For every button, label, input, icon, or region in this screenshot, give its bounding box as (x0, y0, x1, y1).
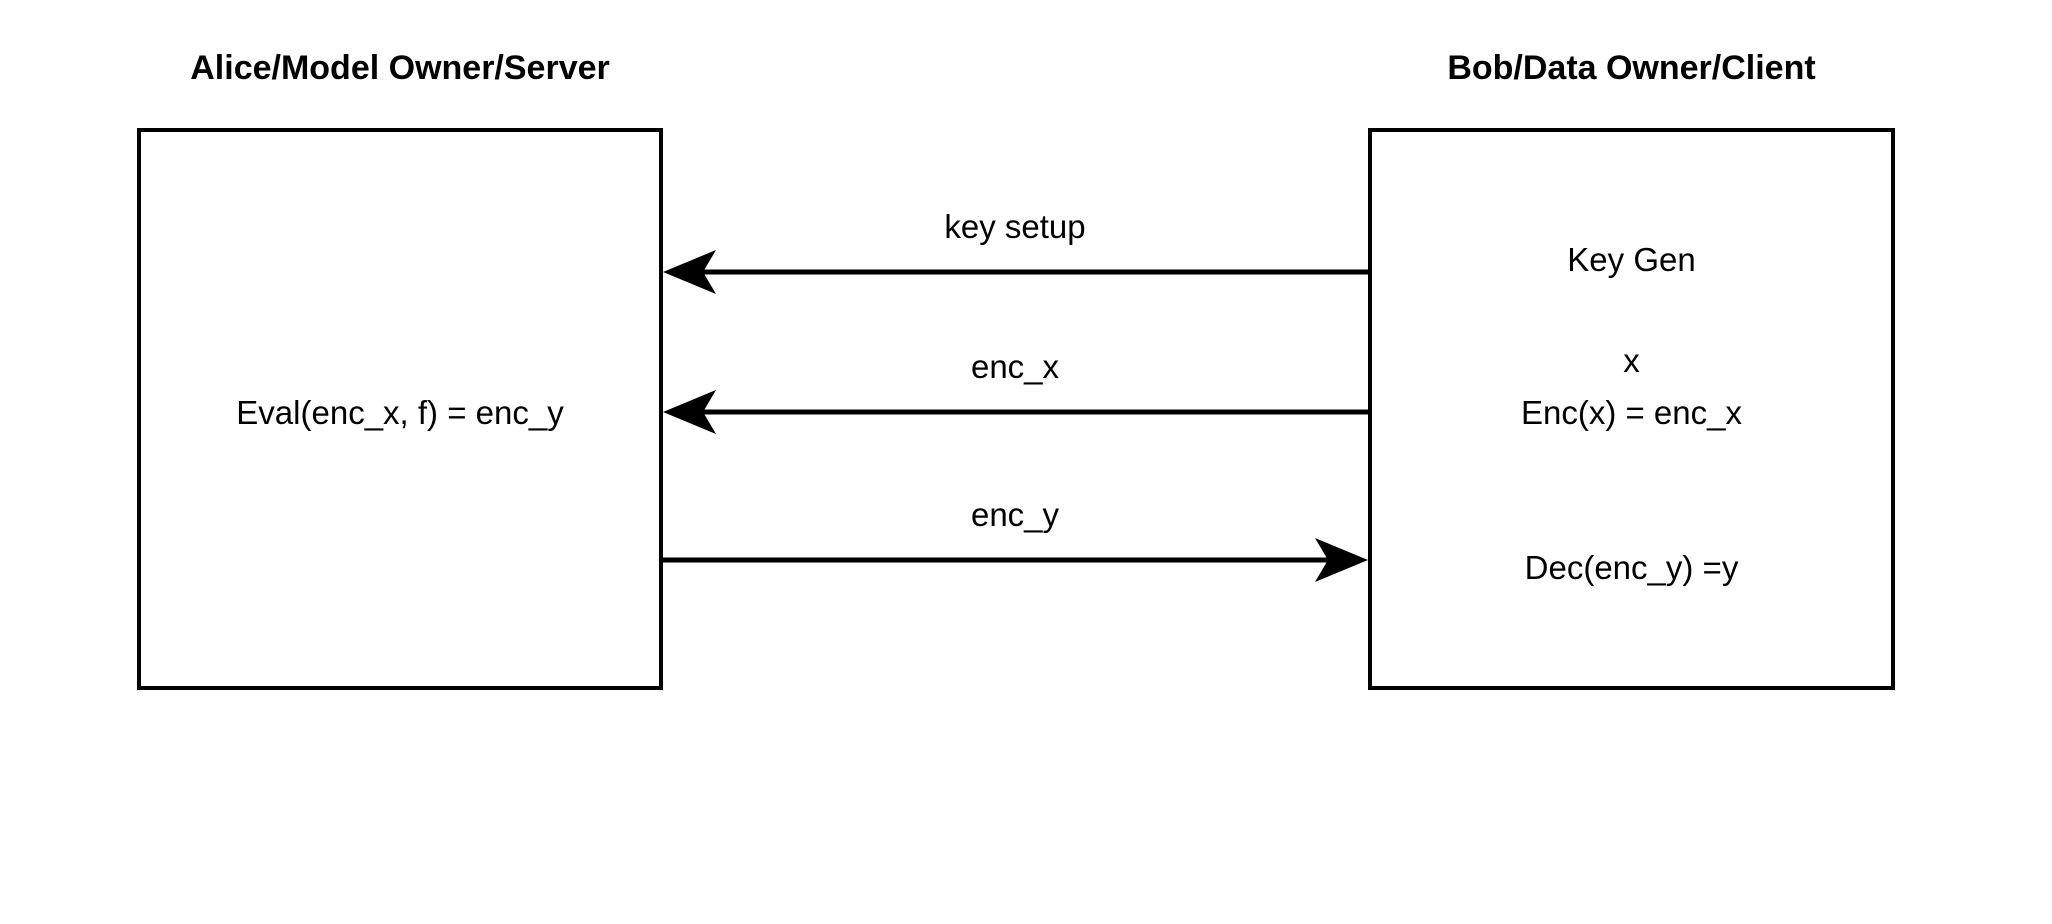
party-title-alice: Alice/Model Owner/Server (190, 49, 610, 87)
party-title-bob: Bob/Data Owner/Client (1447, 49, 1816, 87)
message-arrow-enc-y-head (1315, 538, 1368, 582)
alice-eval-text: Eval(enc_x, f) = enc_y (236, 394, 564, 431)
party-box-bob (1368, 128, 1895, 690)
bob-decrypt-text: Dec(enc_y) =y (1524, 549, 1739, 586)
message-label-enc-y: enc_y (970, 496, 1060, 533)
message-arrow-key-setup-head (663, 250, 716, 294)
message-label-enc-x: enc_x (970, 348, 1060, 385)
bob-keygen-text: Key Gen (1567, 241, 1696, 278)
message-label-key-setup: key setup (944, 208, 1086, 245)
bob-encrypt-text: Enc(x) = enc_x (1520, 394, 1742, 431)
party-box-alice (137, 128, 663, 690)
message-arrow-enc-x (663, 390, 1368, 434)
message-arrow-enc-y (663, 538, 1368, 582)
message-arrow-enc-x-head (663, 390, 716, 434)
message-arrow-key-setup (663, 250, 1368, 294)
bob-plaintext-x-text: x (1623, 342, 1640, 379)
